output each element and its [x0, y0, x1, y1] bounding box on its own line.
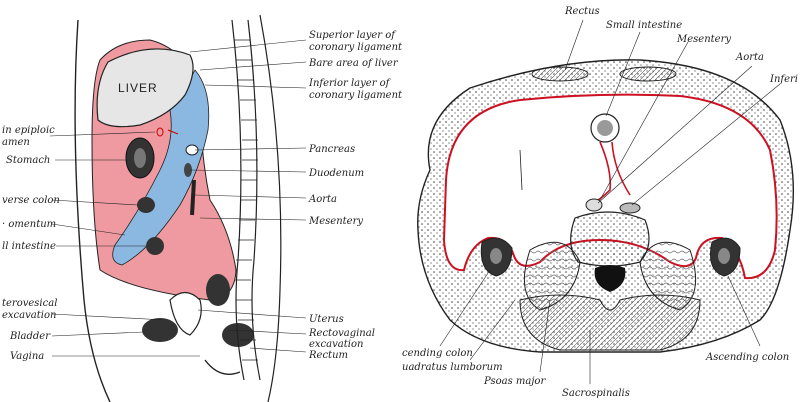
label-rectovaginal-1: Rectovaginal	[308, 328, 375, 339]
label-superior-layer-2: coronary ligament	[309, 42, 403, 53]
label-stomach: Stomach	[6, 155, 50, 166]
duodenum	[184, 163, 192, 177]
psoas-left	[523, 241, 581, 311]
uterus	[169, 291, 202, 336]
label-epiploic-1: in epiploic	[2, 125, 55, 136]
label-ascending-colon: Ascending colon	[705, 352, 789, 363]
label-transverse-colon: verse colon	[2, 195, 60, 206]
label-small-intestine-left: ll intestine	[2, 241, 56, 252]
label-aorta-left: Aorta	[308, 194, 337, 205]
aorta-section	[585, 198, 603, 212]
label-rectovaginal-2: excavation	[309, 339, 363, 350]
sagittal-section-diagram: LIVER	[2, 14, 403, 402]
rectus-left	[531, 66, 589, 82]
label-inferior-layer-2: coronary ligament	[309, 90, 403, 101]
psoas-right	[639, 241, 697, 311]
vertebral-body	[570, 211, 650, 267]
liver-label: LIVER	[118, 81, 158, 95]
label-inferior-layer-1: Inferior layer of	[308, 78, 392, 89]
label-mesentery-right: Mesentery	[676, 34, 731, 45]
label-bladder: Bladder	[9, 331, 51, 342]
sacrospinalis-mass	[519, 294, 701, 351]
label-psoas-major: Psoas major	[483, 376, 546, 387]
transverse-section-diagram: Rectus Small intestine Mesentery Aorta I…	[402, 6, 798, 399]
pelvic-loop	[206, 274, 230, 306]
label-mesentery-left: Mesentery	[308, 216, 363, 227]
vena-cava-section	[619, 202, 641, 214]
label-duodenum: Duodenum	[308, 168, 364, 179]
label-sacrospinalis: Sacrospinalis	[562, 388, 630, 399]
spinal-canal	[594, 265, 626, 292]
back-outline	[259, 14, 282, 402]
small-intestine	[146, 237, 164, 255]
label-rectum: Rectum	[308, 350, 348, 361]
label-uterovesical-1: terovesical	[2, 298, 57, 309]
bladder	[142, 318, 178, 342]
liver	[96, 48, 194, 128]
label-descending-colon: cending colon	[402, 348, 473, 359]
leader-lines-left	[49, 131, 200, 357]
label-rectus: Rectus	[564, 6, 600, 17]
label-small-intestine-right: Small intestine	[606, 20, 682, 31]
label-omentum: · omentum	[2, 219, 56, 230]
label-aorta-right: Aorta	[735, 52, 764, 63]
label-bare-area: Bare area of liver	[308, 58, 399, 69]
label-vagina: Vagina	[10, 351, 44, 362]
vertebral-column	[231, 19, 261, 381]
leader-lines-transverse	[439, 19, 781, 384]
label-uterovesical-2: excavation	[2, 310, 56, 321]
label-pancreas: Pancreas	[308, 144, 355, 155]
transverse-colon	[137, 197, 155, 213]
label-epiploic-2: amen	[2, 137, 30, 148]
label-inferior-vena-cava: Inferi	[769, 74, 798, 85]
aorta	[190, 179, 196, 216]
label-superior-layer-1: Superior layer of	[309, 30, 397, 41]
body-outline	[74, 19, 111, 402]
leader-lines-right	[189, 39, 307, 353]
label-quadratus-lumborum: uadratus lumborum	[402, 362, 503, 373]
lesser-sac	[112, 69, 210, 266]
rectus-right	[619, 66, 677, 82]
label-uterus: Uterus	[309, 314, 344, 325]
